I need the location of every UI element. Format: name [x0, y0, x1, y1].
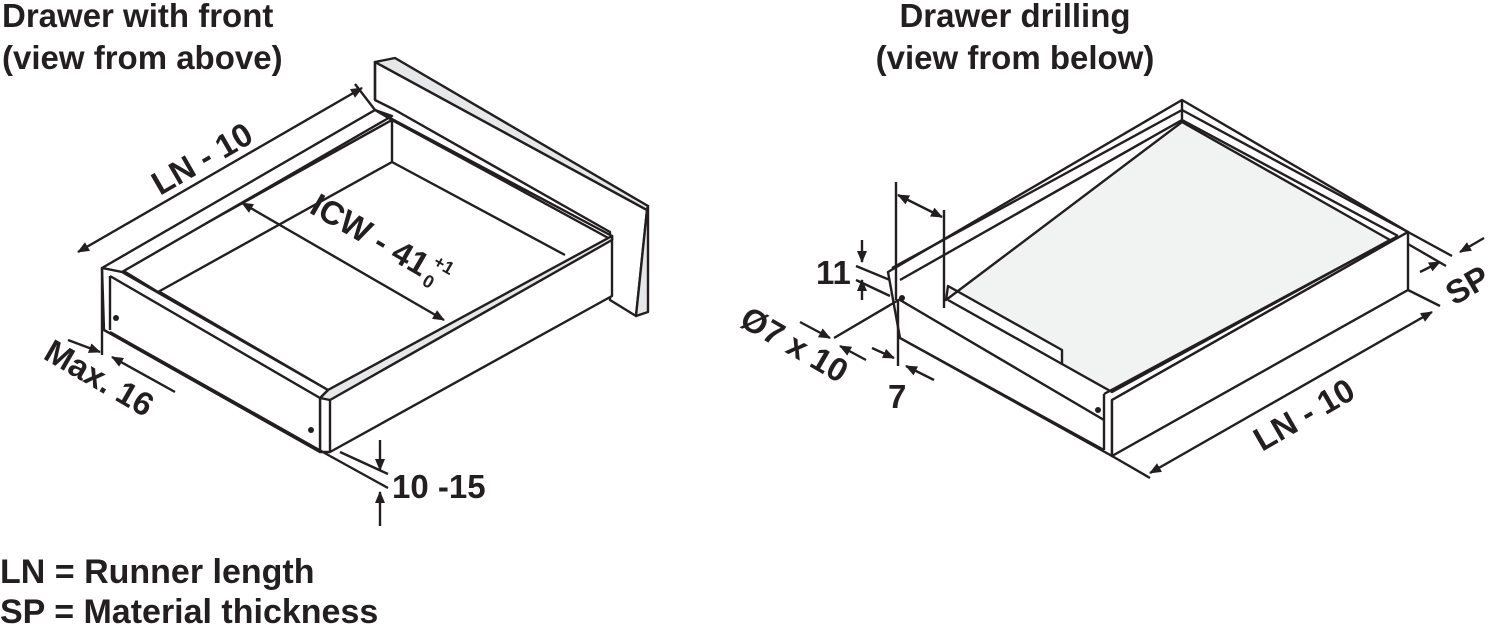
sp-arrow-1 [1459, 236, 1485, 254]
legend: LN = Runner length SP = Material thickne… [0, 552, 378, 632]
near-bottom-line [899, 336, 1105, 452]
ln-dimension-line-right [1149, 310, 1433, 475]
near-side-top-line [109, 274, 321, 400]
right-dimension-lines [799, 182, 1485, 480]
hole-ext-1 [855, 264, 891, 282]
right-screw-mark [1095, 407, 1101, 413]
ln-dimension-line-left [77, 86, 363, 254]
notch-line [947, 298, 1063, 366]
drill-arrow-1 [799, 320, 831, 340]
right-title-line1: Drawer drilling [899, 0, 1131, 34]
height-extension [329, 454, 389, 490]
height-label: 10 -15 [392, 468, 486, 505]
near-bottom-edge [103, 328, 321, 454]
hole-ext-2 [855, 278, 891, 298]
back-wall-floor-line [391, 160, 566, 257]
sp-ext-1 [1407, 230, 1453, 258]
hole-offset-label: 7 [888, 378, 906, 415]
right-title-line2: (view from below) [875, 39, 1155, 76]
max-arrow-1 [67, 338, 101, 354]
ext-right-b [1407, 288, 1441, 308]
left-dimension-lines [67, 83, 445, 526]
icw-dimension-line [241, 201, 445, 322]
hole-height-label: 11 [816, 254, 851, 291]
screw-mark-2 [308, 427, 314, 433]
height-extension-2 [339, 450, 389, 476]
right-rim-inner [891, 108, 1409, 270]
near-side-line [899, 298, 1105, 422]
offset-arrow-1 [871, 346, 895, 360]
left-diagram-title: Drawer with front (view from above) [2, 0, 283, 79]
left-title-line1: Drawer with front [2, 0, 274, 34]
near-bottom-edge-2 [109, 330, 331, 458]
max-arrow-2 [111, 355, 176, 394]
drill-arrow-2 [839, 344, 867, 362]
legend-sp: SP = Material thickness [0, 593, 379, 631]
screw-mark-1 [113, 315, 119, 321]
extension-line-left-b [354, 83, 376, 111]
ext-right-a [1111, 454, 1151, 480]
drill-axis-line [833, 296, 903, 340]
drill-label: Ø7 x 10 [735, 299, 855, 390]
right-drawer-bottom-panel [944, 120, 1392, 394]
drawer-front-panel-edge [634, 204, 650, 318]
offset-arrow-2 [905, 364, 935, 382]
right-rim-inner-2 [899, 118, 1399, 282]
legend-ln: LN = Runner length [0, 553, 315, 591]
top-width-dim [897, 193, 943, 219]
sp-label: SP [1439, 258, 1488, 312]
right-diagram-title: Drawer drilling (view from below) [845, 0, 1185, 79]
sp-arrow-2 [1419, 260, 1441, 274]
left-title-line2: (view from above) [2, 39, 283, 76]
